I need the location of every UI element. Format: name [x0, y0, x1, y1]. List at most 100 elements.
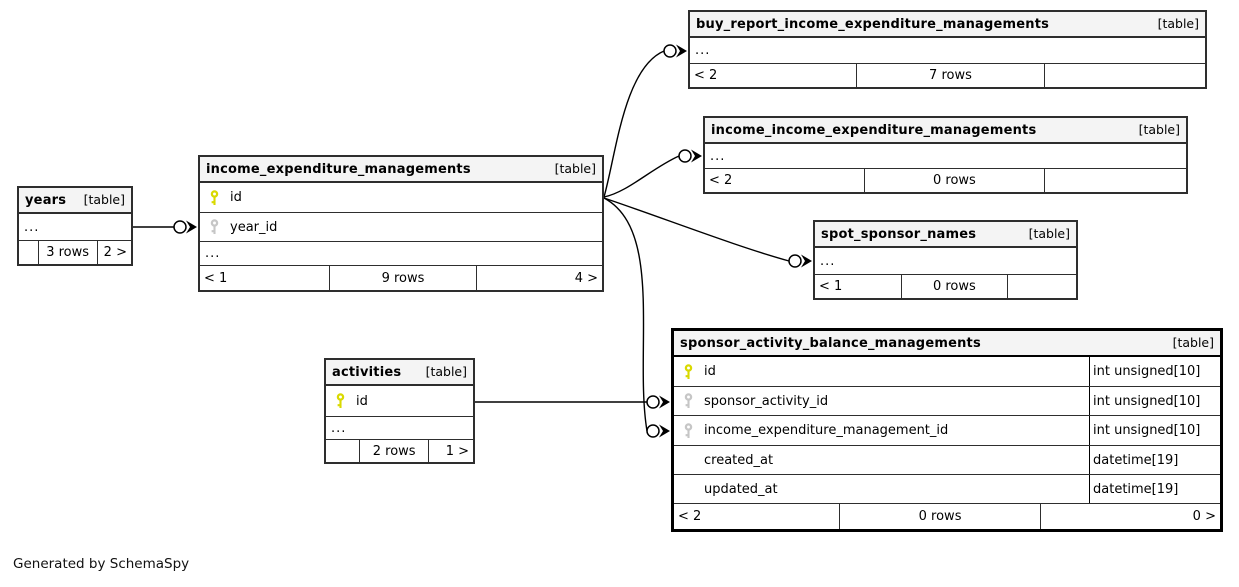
- table-type-tag: [table]: [1157, 15, 1199, 31]
- table-name[interactable]: buy_report_income_expenditure_management…: [696, 16, 1050, 32]
- relationship-years-to-income-expenditure-managements: [133, 220, 197, 234]
- column-rows: id...: [326, 386, 473, 439]
- generated-by-note: Generated by SchemaSpy: [13, 556, 190, 572]
- row-count: 2 rows: [359, 440, 428, 462]
- zero-or-one-circle: [173, 220, 187, 234]
- ellipsis-label: ...: [695, 43, 711, 58]
- table-type-tag: [table]: [1172, 334, 1214, 350]
- table-header: sponsor_activity_balance_managements [tab…: [674, 331, 1220, 357]
- table-header: years [table]: [19, 188, 131, 214]
- column-row: id: [326, 386, 473, 416]
- table-header: buy_report_income_expenditure_management…: [690, 12, 1205, 38]
- table-income_income_expenditure_managements[interactable]: income_income_expenditure_managements[ta…: [703, 116, 1188, 194]
- table-name[interactable]: activities: [332, 364, 402, 380]
- column-name: id: [230, 190, 242, 205]
- ellipsis-label: ...: [24, 219, 40, 235]
- related-in-count: < 2: [694, 68, 718, 83]
- table-name[interactable]: income_income_expenditure_managements: [711, 122, 1037, 138]
- column-type: int unsigned[10]: [1089, 357, 1220, 386]
- related-out-count: 1 >: [428, 440, 473, 462]
- table-name[interactable]: spot_sponsor_names: [821, 226, 977, 242]
- relationship-income-expenditure-managements-to-buy-report: [603, 44, 687, 198]
- column-rows: ...: [19, 214, 131, 240]
- column-name: sponsor_activity_id: [704, 393, 829, 409]
- related-in-count: < 2: [709, 173, 733, 188]
- column-name: id: [704, 364, 716, 379]
- ellipsis-row: ...: [200, 241, 602, 265]
- related-in-count: < 2: [678, 509, 702, 524]
- fk-arrow-icon: [676, 44, 687, 58]
- column-row: created_at datetime[19]: [674, 445, 1220, 474]
- foreign-key-icon: [681, 393, 696, 409]
- table-sponsor_activity_balance_managements[interactable]: sponsor_activity_balance_managements [tab…: [671, 328, 1223, 532]
- zero-or-one-circle: [663, 44, 677, 58]
- column-name: updated_at: [704, 481, 778, 497]
- relationship-income-expenditure-managements-to-spot-sponsor-names: [603, 197, 812, 268]
- row-count: 9 rows: [328, 266, 477, 290]
- zero-or-one-circle: [788, 254, 802, 268]
- related-out-count: [1044, 64, 1205, 87]
- table-type-tag: [table]: [1028, 225, 1070, 241]
- row-count: 0 rows: [900, 275, 1007, 298]
- table-type-tag: [table]: [425, 363, 467, 379]
- ellipsis-row: ...: [705, 144, 1186, 168]
- table-buy_report_income_expenditure_managements[interactable]: buy_report_income_expenditure_management…: [688, 10, 1207, 89]
- related-out-count: [1044, 169, 1186, 192]
- table-name[interactable]: income_expenditure_managements: [206, 161, 471, 177]
- ellipsis-label: ...: [331, 420, 347, 436]
- table-spot_sponsor_names[interactable]: spot_sponsor_names [table]... < 1 0 rows: [813, 220, 1078, 300]
- ellipsis-row: ...: [326, 416, 473, 439]
- column-type: int unsigned[10]: [1089, 416, 1220, 445]
- related-in-count: < 1: [819, 279, 843, 294]
- primary-key-icon: [681, 363, 696, 380]
- related-out-count: 0 >: [1039, 504, 1220, 529]
- column-row: updated_at datetime[19]: [674, 474, 1220, 503]
- fk-arrow-icon: [691, 149, 702, 163]
- ellipsis-row: ...: [690, 38, 1205, 63]
- row-count: 0 rows: [863, 169, 1045, 192]
- column-type: datetime[19]: [1089, 446, 1220, 474]
- zero-or-one-circle: [646, 424, 660, 438]
- table-type-tag: [table]: [83, 191, 125, 207]
- fk-arrow-icon: [659, 395, 670, 409]
- column-type: int unsigned[10]: [1089, 387, 1220, 415]
- column-type: datetime[19]: [1089, 475, 1220, 503]
- relationship-income-expenditure-managements-to-sponsor-activity-balance: [603, 197, 670, 438]
- related-out-count: 4 >: [476, 266, 602, 290]
- column-row: year_id: [200, 212, 602, 241]
- column-name: income_expenditure_management_id: [704, 423, 949, 438]
- row-count: 7 rows: [855, 64, 1045, 87]
- foreign-key-icon: [207, 219, 222, 235]
- relationship-activities-to-sponsor-activity-balance: [475, 395, 670, 409]
- column-rows: id year_id...: [200, 183, 602, 265]
- ellipsis-label: ...: [820, 253, 836, 269]
- related-in-count: < 1: [204, 270, 228, 286]
- table-income_expenditure_managements[interactable]: income_expenditure_managements [table] id y…: [198, 155, 604, 292]
- primary-key-icon: [207, 189, 222, 206]
- table-footer: < 1 0 rows: [815, 274, 1076, 298]
- column-rows: ...: [815, 248, 1076, 274]
- column-row: id int unsigned[10]: [674, 357, 1220, 386]
- column-name: year_id: [230, 219, 278, 235]
- zero-or-one-circle: [678, 149, 692, 163]
- column-name: created_at: [704, 452, 774, 468]
- column-rows: ...: [705, 144, 1186, 168]
- zero-or-one-circle: [646, 395, 660, 409]
- row-count: 3 rows: [37, 241, 97, 264]
- table-type-tag: [table]: [554, 160, 596, 176]
- fk-arrow-icon: [801, 254, 812, 268]
- column-rows: ...: [690, 38, 1205, 63]
- table-header: spot_sponsor_names [table]: [815, 222, 1076, 248]
- table-footer: < 2 7 rows: [690, 63, 1205, 87]
- table-name[interactable]: years: [25, 192, 67, 208]
- table-name[interactable]: sponsor_activity_balance_managements: [680, 335, 981, 351]
